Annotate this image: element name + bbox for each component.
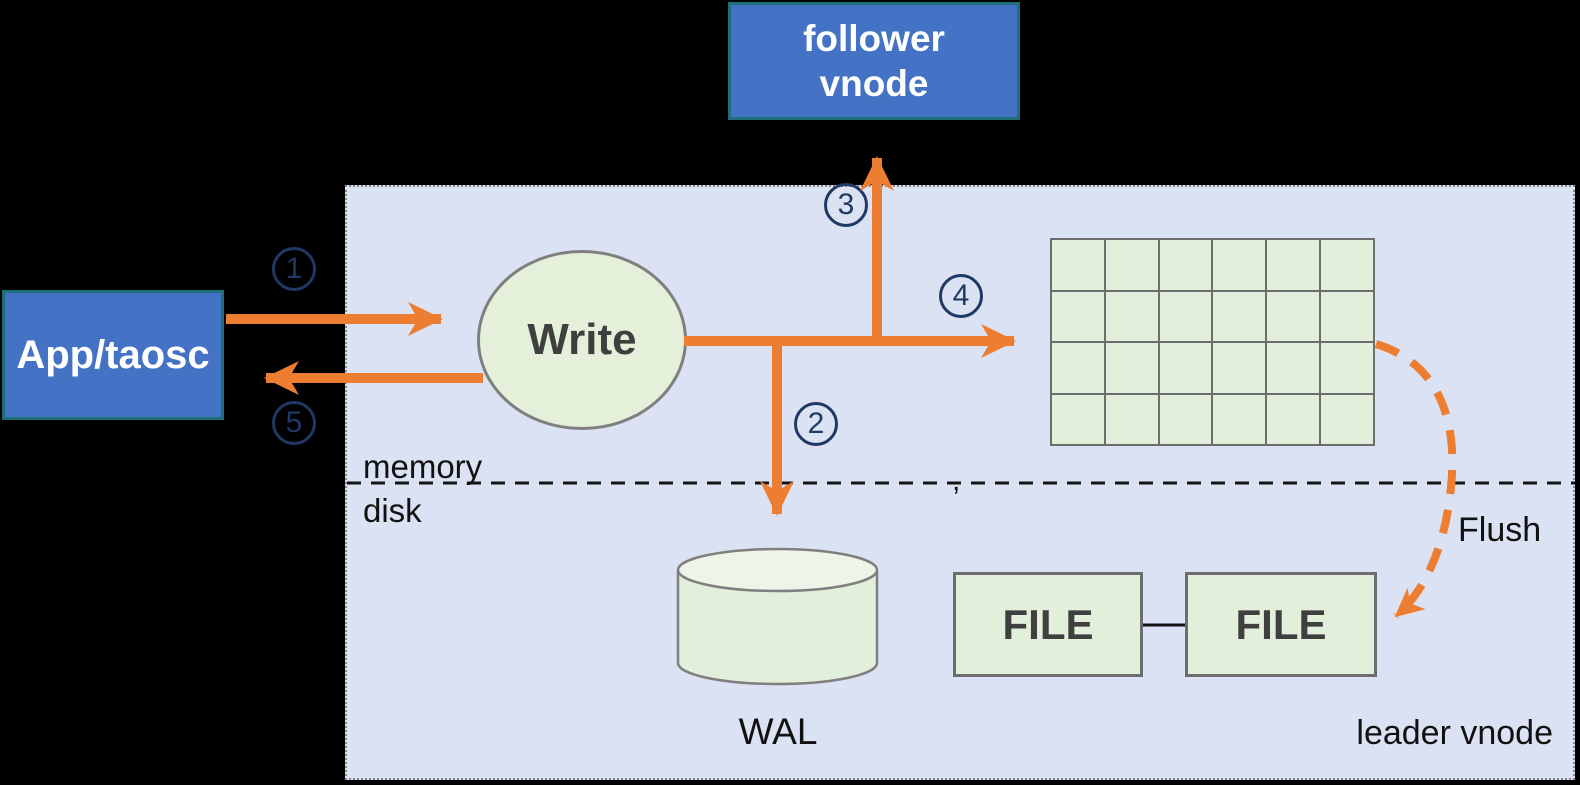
file-box-1-label: FILE — [1002, 600, 1094, 648]
file-box-2-label: FILE — [1235, 600, 1327, 648]
mem-table-cell — [1321, 240, 1373, 290]
follower-vnode-label: follower vnode — [803, 17, 945, 104]
step-1-number: 1 — [285, 252, 303, 285]
mem-table-cell — [1267, 343, 1320, 393]
mem-table-cell — [1267, 291, 1320, 341]
mem-table-cell — [1321, 343, 1373, 393]
leader-vnode-label: leader vnode — [1356, 714, 1553, 752]
step-badge-1: 1 — [272, 247, 316, 291]
step-4-number: 4 — [952, 279, 970, 312]
follower-vnode-node: follower vnode — [728, 2, 1020, 120]
step-2-number: 2 — [807, 407, 825, 440]
mem-table-cell — [1267, 240, 1320, 290]
mem-table-cell — [1159, 394, 1212, 444]
mem-table-cell — [1267, 394, 1320, 444]
divider-mark: , — [952, 464, 961, 497]
wal-label: WAL — [738, 711, 818, 752]
mem-table-cell — [1159, 240, 1212, 290]
mem-table-cell — [1105, 240, 1158, 290]
mem-table-cell — [1213, 291, 1266, 341]
mem-table-cell — [1213, 343, 1266, 393]
mem-table-cell — [1052, 291, 1104, 341]
mem-table-cell — [1052, 394, 1104, 444]
disk-label: disk — [363, 492, 422, 529]
step-badge-4: 4 — [939, 274, 983, 318]
mem-table-cell — [1105, 291, 1158, 341]
mem-table-cell — [1159, 291, 1212, 341]
memory-label: memory — [363, 448, 483, 485]
step-badge-5: 5 — [272, 401, 316, 445]
file-box-1: FILE — [953, 572, 1143, 677]
file-box-2: FILE — [1185, 572, 1377, 677]
mem-table-cell — [1213, 394, 1266, 444]
mem-table-cell — [1213, 240, 1266, 290]
flush-label: Flush — [1458, 511, 1542, 549]
mem-table-cell — [1321, 394, 1373, 444]
step-badge-2: 2 — [794, 402, 838, 446]
write-node: Write — [477, 250, 687, 430]
mem-table-cell — [1105, 343, 1158, 393]
app-taosc-node: App/taosc — [2, 290, 224, 420]
write-label: Write — [527, 315, 637, 364]
step-5-number: 5 — [285, 406, 303, 439]
mem-table-cell — [1052, 240, 1104, 290]
step-3-number: 3 — [837, 188, 855, 221]
mem-table-cell — [1321, 291, 1373, 341]
mem-table-cell — [1105, 394, 1158, 444]
app-taosc-label: App/taosc — [16, 332, 210, 377]
step-badge-3: 3 — [824, 183, 868, 227]
mem-table-cell — [1052, 343, 1104, 393]
mem-table-cell — [1159, 343, 1212, 393]
mem-table — [1050, 238, 1375, 446]
